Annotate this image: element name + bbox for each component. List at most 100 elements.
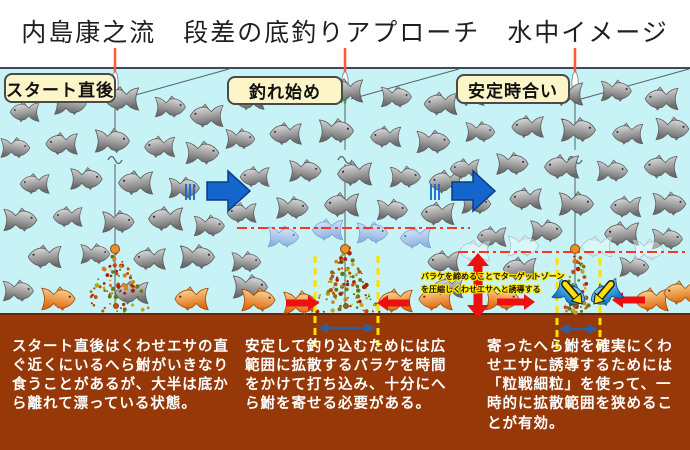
gray-fish-icon (380, 85, 412, 108)
gray-fish-icon (168, 176, 200, 199)
gray-fish-icon (502, 256, 537, 281)
gray-fish-icon (94, 128, 130, 154)
gray-fish-icon (644, 86, 679, 111)
gray-fish-icon (114, 280, 149, 305)
line-break-squiggle (337, 155, 353, 165)
gray-fish-icon (70, 166, 103, 191)
orange-fish-icon (41, 286, 76, 311)
gray-fish-icon (600, 79, 632, 102)
gray-fish-icon (558, 191, 594, 217)
gray-fish-icon (324, 192, 360, 218)
gray-fish-icon (52, 205, 83, 228)
gray-fish-icon (655, 116, 690, 141)
gray-fish-icon (612, 122, 644, 145)
gray-fish-icon (2, 279, 34, 302)
gray-fish-icon (370, 125, 402, 148)
yellow-guide-arrow-icon (593, 292, 606, 305)
gray-fish-icon (189, 103, 224, 128)
gray-fish-icon (465, 120, 496, 143)
gray-fish-icon (416, 129, 451, 154)
lake-bottom (0, 313, 690, 450)
caption-biting: 安定して釣り込むためには広範囲に拡散するバラケを時間をかけて打ち込み、十分にへら… (245, 339, 447, 413)
range-arrow-head (588, 324, 598, 334)
gray-fish-icon (560, 117, 596, 143)
annotation-note: バラケを締めることでターゲットゾーン を圧縮しくわせエサへと誘導する (421, 271, 564, 297)
gray-fish-icon (239, 165, 270, 188)
panel-label-biting: 釣れ始め (227, 76, 343, 105)
target-zone-lines (237, 227, 688, 253)
gray-fish-icon (318, 118, 354, 144)
gray-fish-icon (102, 209, 135, 234)
gray-fish-icon (449, 157, 480, 180)
kuwase-bait-icon (113, 303, 119, 309)
range-arrow-head (365, 323, 375, 333)
fish-schools (0, 77, 690, 315)
lblue-fish-icon (356, 221, 388, 244)
gray-fish-icon (154, 95, 186, 118)
gray-fish-icon (179, 244, 215, 270)
flow-arrows (185, 169, 497, 213)
main-line (350, 68, 460, 100)
gray-fish-icon (389, 165, 421, 188)
gray-fish-icon (148, 206, 184, 232)
orange-fish-icon (241, 287, 276, 312)
gray-fish-icon (544, 154, 580, 180)
orange-fish-icon (663, 280, 690, 305)
gray-fish-icon (9, 100, 40, 123)
main-line (120, 68, 230, 100)
panel-label-stable: 安定時合い (456, 74, 570, 104)
gray-fish-icon (427, 249, 460, 274)
gray-fish-icon (118, 170, 154, 196)
panel-label-start: スタート直後 (4, 73, 116, 103)
annotation-line2: を圧縮しくわせエサへと誘導する (421, 284, 541, 294)
red-arrow-icon (497, 294, 535, 310)
flow-arrow-icon (451, 169, 497, 213)
orange-fish-icon (418, 286, 453, 311)
caption-start: スタート直後はくわせエサの直ぐ近くにいるへら鮒がいきなり食うことがあるが、大半は… (12, 339, 229, 413)
yellow-guide-arrow-icon (570, 292, 583, 305)
gray-fish-icon (610, 195, 642, 218)
gray-fish-icon (651, 227, 683, 250)
range-markers (313, 256, 602, 351)
lblue-fish-icon (267, 225, 299, 248)
gray-fish-icon (496, 151, 529, 176)
gray-fish-icon (19, 172, 50, 195)
gray-fish-icon (337, 161, 373, 187)
gray-fish-icon (80, 242, 111, 265)
range-arrow-head (559, 324, 569, 334)
gray-fish-icon (0, 136, 31, 159)
orange-fish-icon (174, 286, 209, 311)
range-arrow-head (318, 323, 328, 333)
gray-fish-icon (193, 214, 225, 237)
main-line (580, 68, 690, 100)
gray-fish-icon (643, 154, 678, 179)
gray-fish-icon (604, 221, 640, 247)
gray-fish-icon (511, 114, 544, 139)
gray-fish-icon (289, 158, 322, 183)
gray-fish-icon (596, 159, 628, 182)
gray-fish-icon (423, 91, 458, 116)
yellow-guide-arrows (561, 280, 615, 305)
gray-fish-icon (133, 246, 166, 271)
gray-fish-icon (144, 135, 176, 158)
gray-fish-icon (530, 218, 563, 243)
lblue-fish-icon (400, 226, 432, 249)
red-arrow-icon (286, 295, 319, 311)
line-break-mask (106, 151, 124, 164)
caption-stable: 寄ったへら鮒を確実にくわせエサに誘導するためには「粒戦細粒」を使って、一時的に拡… (487, 339, 673, 432)
gray-fish-icon (376, 198, 408, 221)
gray-fish-icon (269, 121, 302, 146)
gray-fish-icon (652, 191, 687, 216)
gray-fish-icon (420, 201, 455, 226)
gray-fish-icon (276, 195, 309, 220)
barake-ball-icon (110, 244, 120, 254)
gray-fish-icon (3, 207, 38, 232)
ghost-fish-icon (632, 238, 664, 261)
gray-fish-icon (476, 225, 507, 248)
page-title: 内島康之流 段差の底釣りアプローチ 水中イメージ (21, 18, 669, 47)
gray-fish-icon (226, 201, 257, 224)
annotation-line1: バラケを締めることでターゲットゾーン (421, 272, 565, 281)
red-vertical-double-arrow-icon (467, 253, 489, 318)
